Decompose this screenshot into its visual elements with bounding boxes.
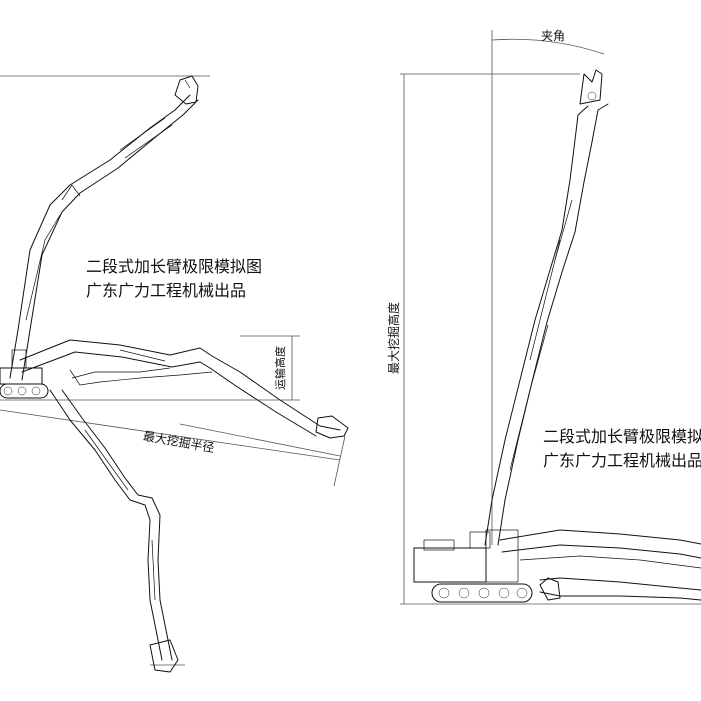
right-dim-angle: 夹角 [541,29,565,43]
left-excavator-base [0,349,49,399]
left-dim-max-reach: 最大挖掘半径 [142,428,216,455]
right-dimension-lines [400,30,701,605]
left-horizontal-arm [19,339,349,439]
left-note: 二段式加长臂极限模拟图 广东广力工程机械出品 [86,255,262,303]
right-dim-max-height: 最大挖掘高度 [386,302,401,374]
left-dim-dump-height: 运输高度 [273,346,287,390]
right-horizontal-arm [499,529,701,601]
right-note-line2: 广东广力工程机械出品 [543,451,701,470]
right-note-line1: 二段式加长臂极限模拟图 [543,427,701,446]
left-note-line2: 广东广力工程机械出品 [86,281,247,300]
left-raised-arm [9,75,199,381]
right-note: 二段式加长臂极限模拟图 广东广力工程机械出品 [543,425,701,473]
right-excavator-base [413,529,533,603]
right-vertical-arm [484,69,609,546]
left-note-line1: 二段式加长臂极限模拟图 [86,257,263,276]
right-view: 夹角 最大挖掘高度 [386,29,701,605]
left-lower-arm [49,389,179,673]
left-view: 运输高度 最大挖掘半径 [0,75,349,673]
left-dimension-lines [0,75,346,666]
